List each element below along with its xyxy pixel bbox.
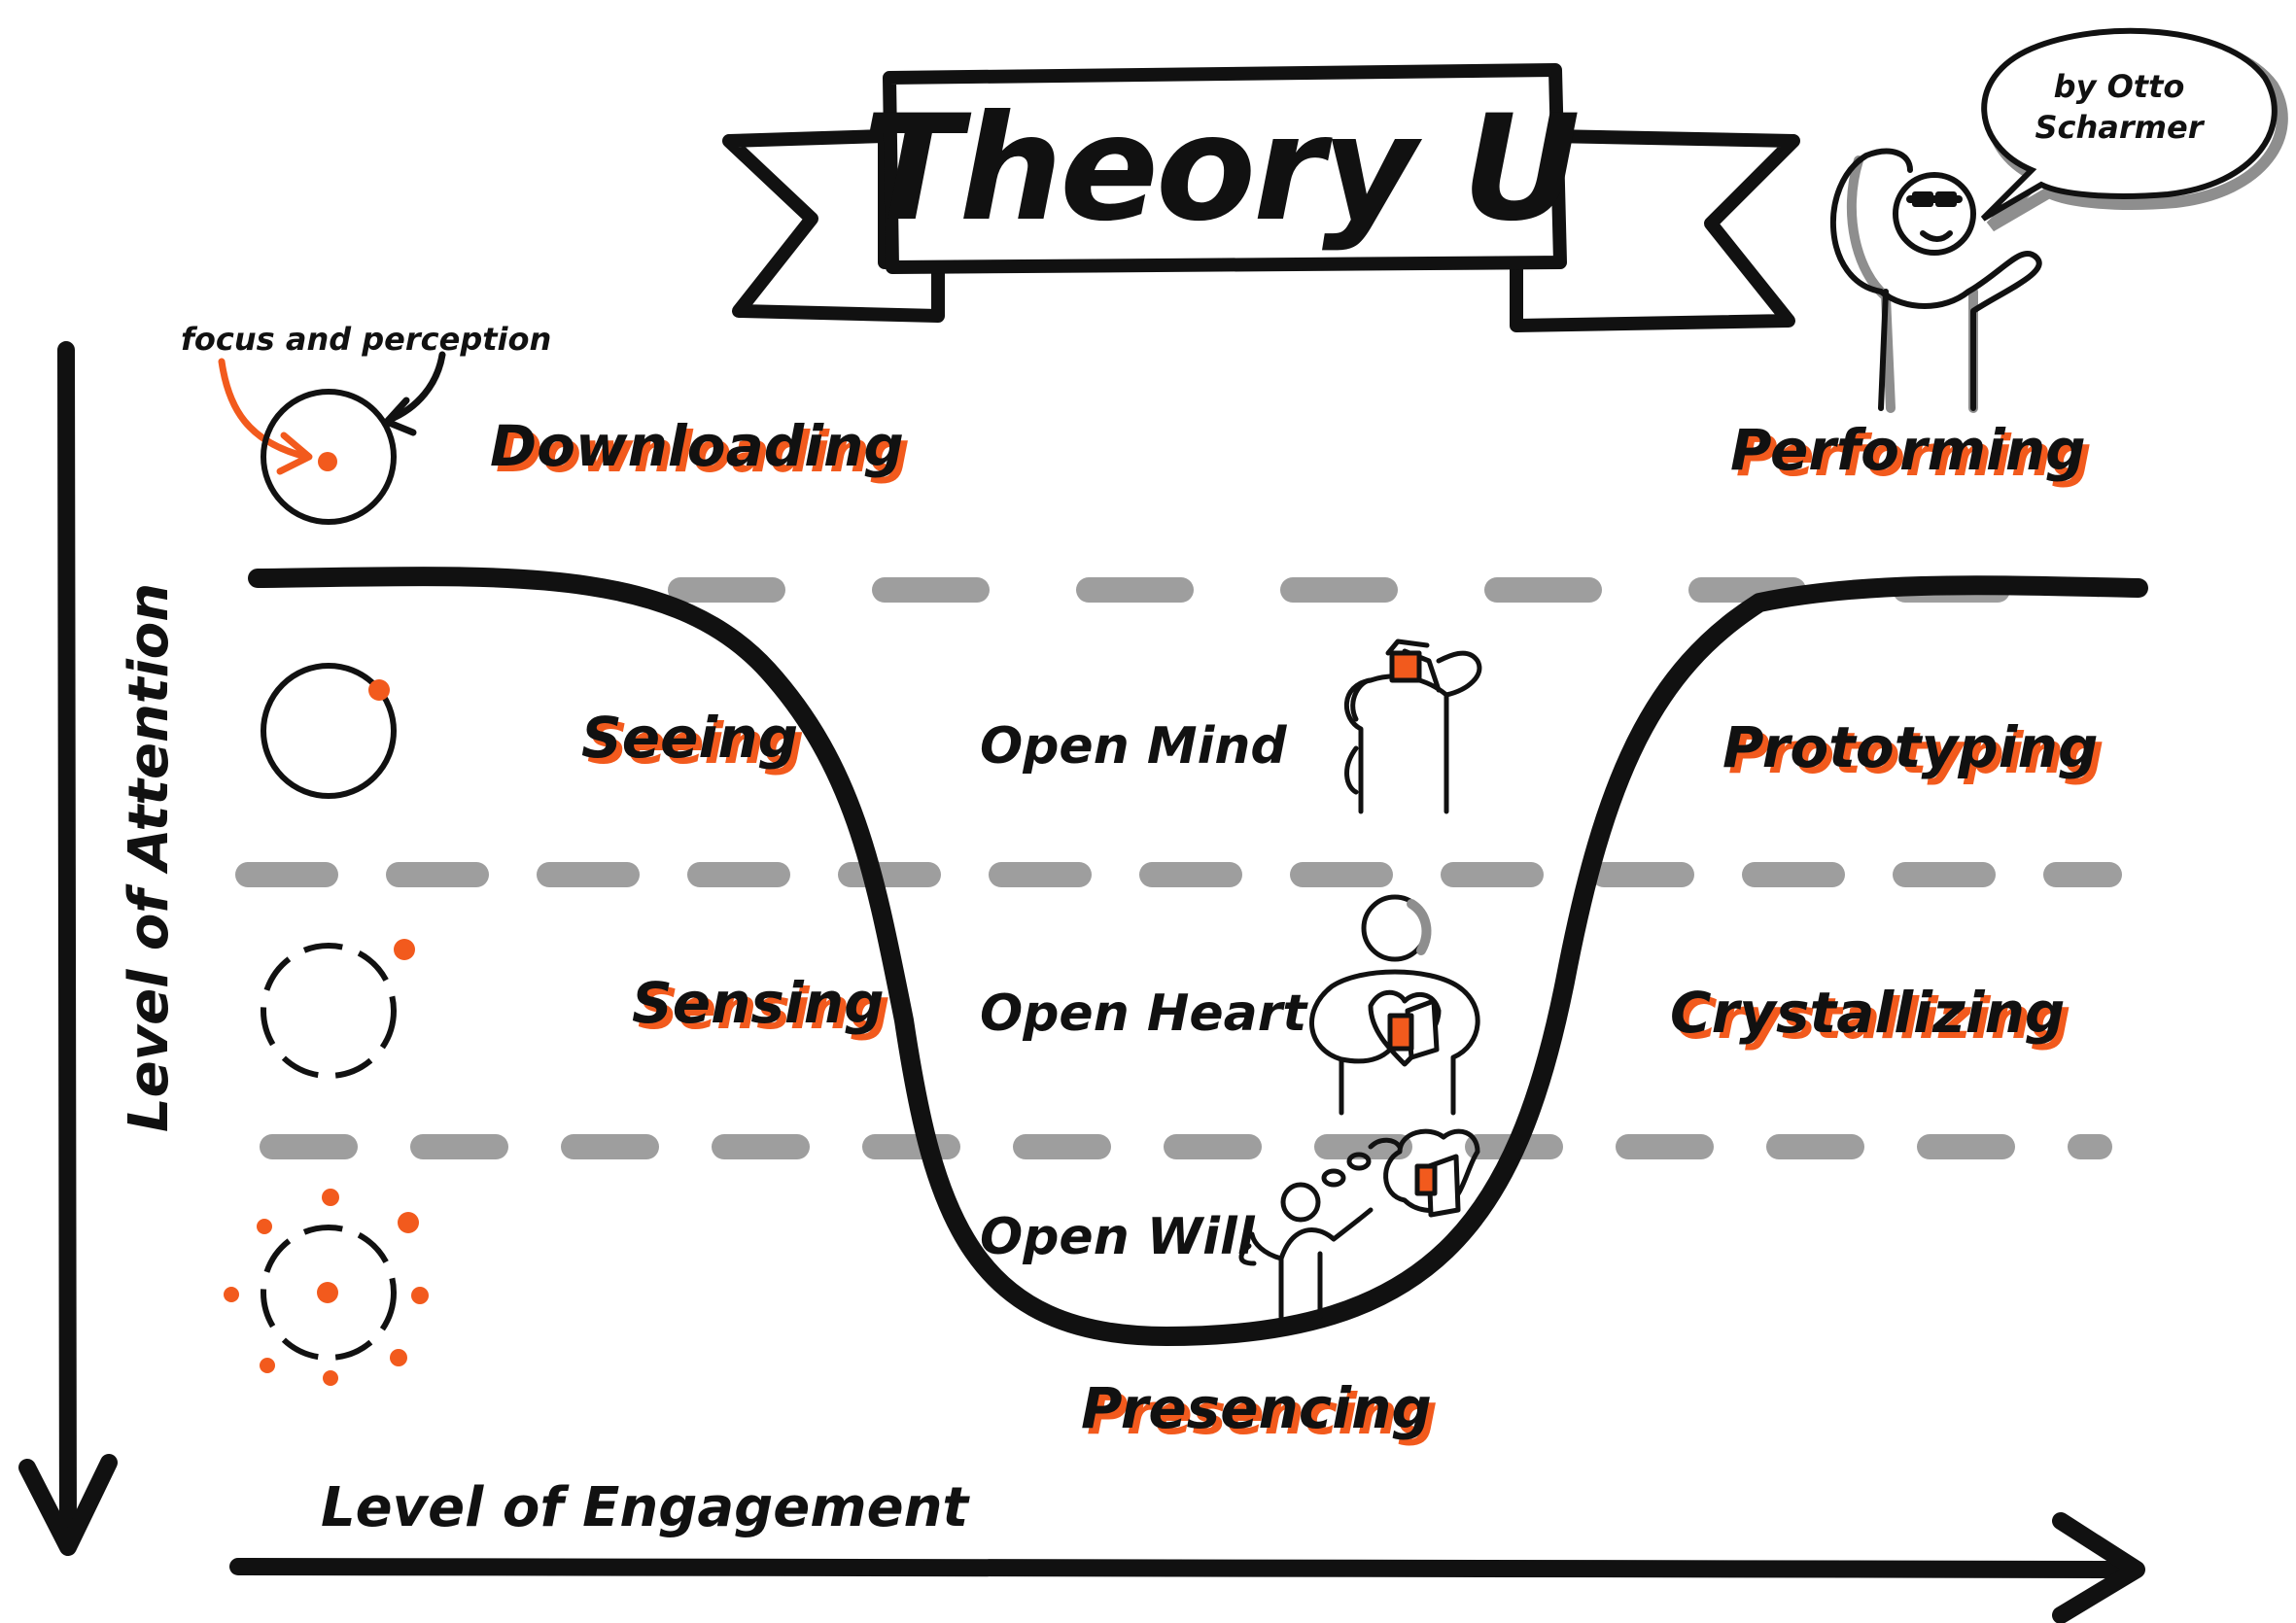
presenter-figure-icon <box>1829 148 2042 413</box>
stage-prototyping: Prototyping Prototyping <box>1722 714 2105 786</box>
black-arrow-icon <box>385 351 446 424</box>
svg-text:Seeing: Seeing <box>587 710 804 777</box>
stage-presencing: Presencing Presencing <box>1081 1375 1438 1447</box>
attention-circle-icon <box>261 939 415 1079</box>
svg-text:Crystallizing: Crystallizing <box>1670 980 2065 1046</box>
attention-circle-icon <box>261 663 397 799</box>
orange-arrow-icon <box>218 358 310 461</box>
engagement-axis <box>229 1512 2145 1623</box>
svg-text:Prototyping: Prototyping <box>1728 720 2105 786</box>
open-mind-label: Open Mind <box>980 717 1287 776</box>
svg-text:Performing: Performing <box>1730 417 2086 483</box>
svg-text:Presencing: Presencing <box>1081 1375 1432 1441</box>
page-title: Theory U <box>862 85 1578 254</box>
open-will-figure-icon <box>1238 1128 1480 1320</box>
author-line-1: by Otto <box>2054 68 2185 105</box>
svg-text:Seeing: Seeing <box>581 705 798 771</box>
open-heart-label: Open Heart <box>980 984 1308 1043</box>
svg-text:Downloading: Downloading <box>490 413 904 479</box>
svg-text:Prototyping: Prototyping <box>1722 714 2099 780</box>
speech-bubble-icon: by Otto Scharmer <box>1980 27 2288 232</box>
focus-perception-note: focus and perception <box>181 321 551 358</box>
level-separators <box>235 577 2122 1159</box>
stage-seeing: Seeing Seeing <box>581 705 804 777</box>
stage-performing: Performing Performing <box>1730 417 2092 489</box>
title-banner: Theory U <box>722 63 1800 332</box>
u-curve <box>248 567 2148 1346</box>
open-mind-figure-icon <box>1344 639 1482 814</box>
open-will-label: Open Will <box>980 1208 1256 1266</box>
svg-text:Sensing: Sensing <box>638 976 890 1042</box>
svg-text:Presencing: Presencing <box>1087 1381 1438 1447</box>
svg-text:Crystallizing: Crystallizing <box>1676 985 2070 1052</box>
engagement-axis-label: Level of Engagement <box>321 1476 970 1539</box>
attention-circle-icon <box>261 389 397 525</box>
svg-text:Sensing: Sensing <box>632 970 885 1036</box>
stage-crystallizing: Crystallizing Crystallizing <box>1670 980 2070 1052</box>
attention-axis <box>18 341 118 1556</box>
banner-panel <box>883 63 1567 274</box>
stage-sensing: Sensing Sensing <box>632 970 890 1042</box>
author-line-2: Scharmer <box>2035 109 2206 146</box>
stage-downloading: Downloading Downloading <box>490 413 910 485</box>
svg-text:Downloading: Downloading <box>496 419 910 485</box>
attention-axis-label: Level of Attention <box>118 583 181 1132</box>
open-heart-figure-icon <box>1309 894 1480 1116</box>
attention-circle-icon <box>224 1189 429 1386</box>
svg-text:Performing: Performing <box>1736 423 2092 489</box>
